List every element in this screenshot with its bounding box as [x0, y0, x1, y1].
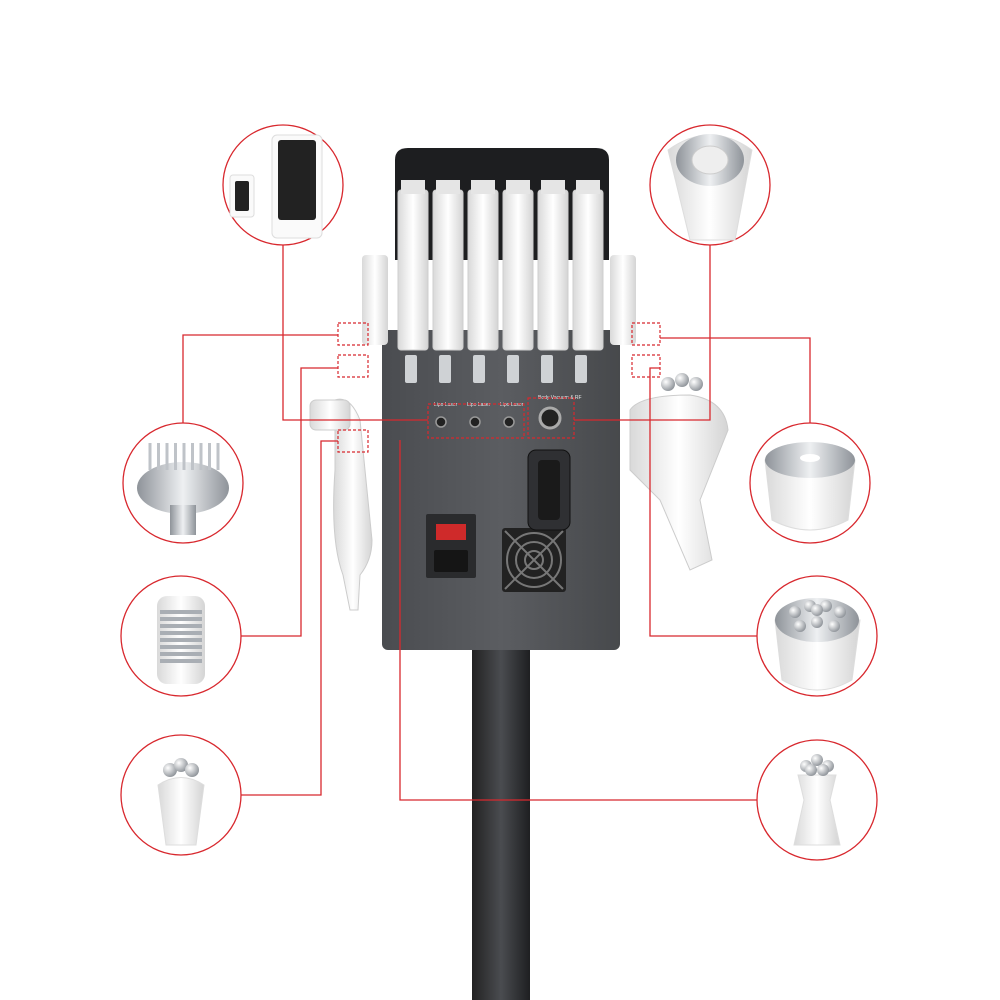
- laser-pad-cap: [506, 180, 530, 194]
- laser-pad-cap: [541, 180, 565, 194]
- rf-ball: [834, 606, 846, 618]
- port-label-lipo-3: Lipo Laser: [500, 402, 524, 408]
- rf-ball: [789, 606, 801, 618]
- callout-comb-probe: [122, 422, 244, 544]
- left-handpiece: [333, 398, 373, 611]
- rf-ball: [820, 600, 832, 612]
- laser-pad: [502, 189, 534, 351]
- vacuum-filter-cup: [527, 449, 571, 531]
- pad-connector: [473, 355, 485, 383]
- power-socket: [434, 550, 468, 572]
- callout-cavitation-disc: [749, 422, 871, 544]
- callout-vacuum-rf-head: [649, 124, 771, 246]
- side-pad-right: [610, 255, 636, 345]
- leader-lines: [182, 245, 811, 801]
- power-switch[interactable]: [436, 524, 466, 540]
- lipo-port-1[interactable]: [435, 416, 447, 428]
- stand-pole: [472, 645, 530, 1000]
- port-label-lipo-2: Lipo Laser: [467, 402, 491, 408]
- pad-connector: [541, 355, 553, 383]
- callout-small-tripolar: [120, 734, 242, 856]
- rib: [160, 645, 202, 649]
- laser-pad-cap: [436, 180, 460, 194]
- rf-ball: [811, 604, 823, 616]
- callout-ribbed-probe: [120, 575, 242, 697]
- connector-row: [405, 355, 587, 383]
- laser-pad-cap: [401, 180, 425, 194]
- rib: [160, 610, 202, 614]
- callout-lipo-pads: [222, 124, 344, 246]
- cooling-fan-icon: [502, 528, 566, 592]
- pad-connector: [575, 355, 587, 383]
- pad-connector: [507, 355, 519, 383]
- rf-ball: [811, 616, 823, 628]
- laser-pad: [432, 189, 464, 351]
- laser-pad: [572, 189, 604, 351]
- pad-connector: [405, 355, 417, 383]
- laser-pad: [397, 189, 429, 351]
- laser-pad-cap: [471, 180, 495, 194]
- left-handpiece-head: [309, 399, 351, 431]
- pad-connector: [439, 355, 451, 383]
- rib: [160, 652, 202, 656]
- rf-ball: [794, 620, 806, 632]
- side-pad-left: [362, 255, 388, 345]
- lipo-port-3[interactable]: [503, 416, 515, 428]
- highlight-boxes: [337, 322, 661, 453]
- rib: [160, 631, 202, 635]
- vacuum-rf-port[interactable]: [538, 406, 562, 430]
- laser-pad-cap: [576, 180, 600, 194]
- lipo-port-2[interactable]: [469, 416, 481, 428]
- right-vacuum-handpiece: [629, 373, 729, 571]
- rib: [160, 617, 202, 621]
- callout-multipolar-rf: [756, 575, 878, 697]
- rf-ball: [828, 620, 840, 632]
- laser-pad: [537, 189, 569, 351]
- callout-sextupolar-rf: [756, 739, 878, 861]
- port-label-lipo-1: Lipo Laser: [434, 402, 458, 408]
- laser-pad: [467, 189, 499, 351]
- rib: [160, 624, 202, 628]
- rib: [160, 638, 202, 642]
- laser-pads: [397, 180, 604, 351]
- rib: [160, 659, 202, 663]
